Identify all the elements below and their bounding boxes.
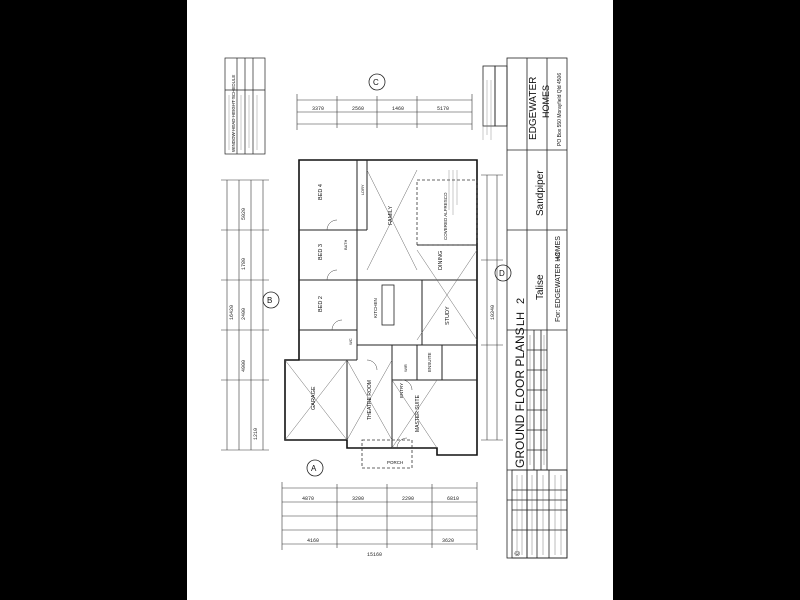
room-master: MASTER SUITE: [415, 394, 421, 432]
range-name: Sandpiper: [535, 170, 546, 216]
title-block: [482, 57, 568, 559]
room-bed2: BED 2: [318, 296, 324, 312]
dim-overall-length: 16420: [229, 305, 235, 320]
ceiling-diagonals: [284, 169, 478, 449]
room-laundry: LDRY: [360, 184, 365, 195]
svg-text:C: C: [373, 78, 379, 87]
title-block-hatching: [516, 335, 562, 555]
room-dining: DINING: [438, 251, 444, 270]
lh-number: 2: [515, 298, 527, 304]
dim-top-1: 3370: [312, 106, 324, 112]
window-schedule-title: WINDOW HEAD HEIGHT SCHEDULE: [231, 75, 236, 152]
svg-text:B: B: [267, 296, 272, 305]
room-ensuite: ENSUITE: [427, 352, 432, 372]
room-porch: PORCH: [387, 460, 403, 465]
dim-top-4: 5170: [437, 106, 449, 112]
room-wc: WC: [348, 338, 353, 345]
dim-bottom-4: 6810: [447, 496, 459, 502]
plan-notes: [228, 80, 492, 215]
room-alfresco: COVERED ALFRESCO: [443, 192, 448, 240]
room-entry: ENTRY: [399, 383, 404, 398]
dim-left-3: 2400: [241, 308, 247, 320]
floor-plan-drawing: GROUND FLOOR PLANS LH 2 Talise For: EDGE…: [221, 57, 568, 559]
elevation-marker-a: A: [306, 459, 324, 477]
design-name: Talise: [535, 274, 546, 300]
dim-left-5: 1210: [253, 428, 259, 440]
elevation-marker-c: C: [368, 73, 386, 91]
elevation-marker-b: B: [262, 291, 280, 309]
lh-label: LH: [515, 312, 527, 326]
dim-bottom-1: 4870: [302, 496, 314, 502]
room-bed4: BED 4: [318, 184, 324, 200]
dim-bottom-2: 3200: [352, 496, 364, 502]
company-sub: HOMES: [541, 85, 551, 118]
dim-overall-width: 15160: [367, 552, 382, 558]
sheet-title: GROUND FLOOR PLANS: [513, 327, 527, 468]
room-garage: GARAGE: [311, 386, 317, 410]
client-prefix: For:: [555, 310, 562, 323]
drawing-sheet: GROUND FLOOR PLANS LH 2 Talise For: EDGE…: [187, 0, 613, 600]
room-kitchen: KITCHEN: [373, 298, 378, 318]
company-name: EDGEWATER: [528, 77, 539, 140]
kitchen-island: [381, 284, 395, 326]
dim-top-2: 2560: [352, 106, 364, 112]
dim-bottom-5: 4160: [307, 538, 319, 544]
room-family: FAMILY: [388, 206, 394, 225]
window-schedule-table: [224, 57, 266, 155]
door-swings: [326, 219, 413, 449]
dim-bottom-3: 2290: [402, 496, 414, 502]
room-bed3: BED 3: [318, 244, 324, 260]
copyright-mark: ©: [514, 550, 522, 556]
elevation-marker-d: D: [494, 264, 512, 282]
room-study: STUDY: [445, 306, 451, 325]
dim-bottom-6: 3620: [442, 538, 454, 544]
alfresco-outline: [416, 179, 478, 246]
dim-right-1: 10340: [490, 305, 496, 320]
company-contact: PO Box 550 Morayfield Qld 4506: [557, 73, 563, 146]
dim-left-2: 1780: [241, 258, 247, 270]
client-name: EDGEWATER HOMES: [555, 236, 562, 308]
svg-text:A: A: [311, 464, 317, 473]
dim-top-3: 1460: [392, 106, 404, 112]
dim-left-1: 5020: [241, 208, 247, 220]
house-outline: [284, 159, 478, 456]
room-bath: BATH: [343, 240, 348, 250]
room-wir: WIR: [403, 364, 408, 372]
interior-walls: [299, 160, 477, 448]
size-label: A3: [556, 252, 562, 260]
dim-left-4: 4900: [241, 360, 247, 372]
svg-text:D: D: [499, 269, 505, 278]
dimension-lines: [221, 94, 503, 550]
room-theatre: THEATRE ROOM: [367, 380, 373, 420]
porch-outline: [361, 439, 413, 469]
